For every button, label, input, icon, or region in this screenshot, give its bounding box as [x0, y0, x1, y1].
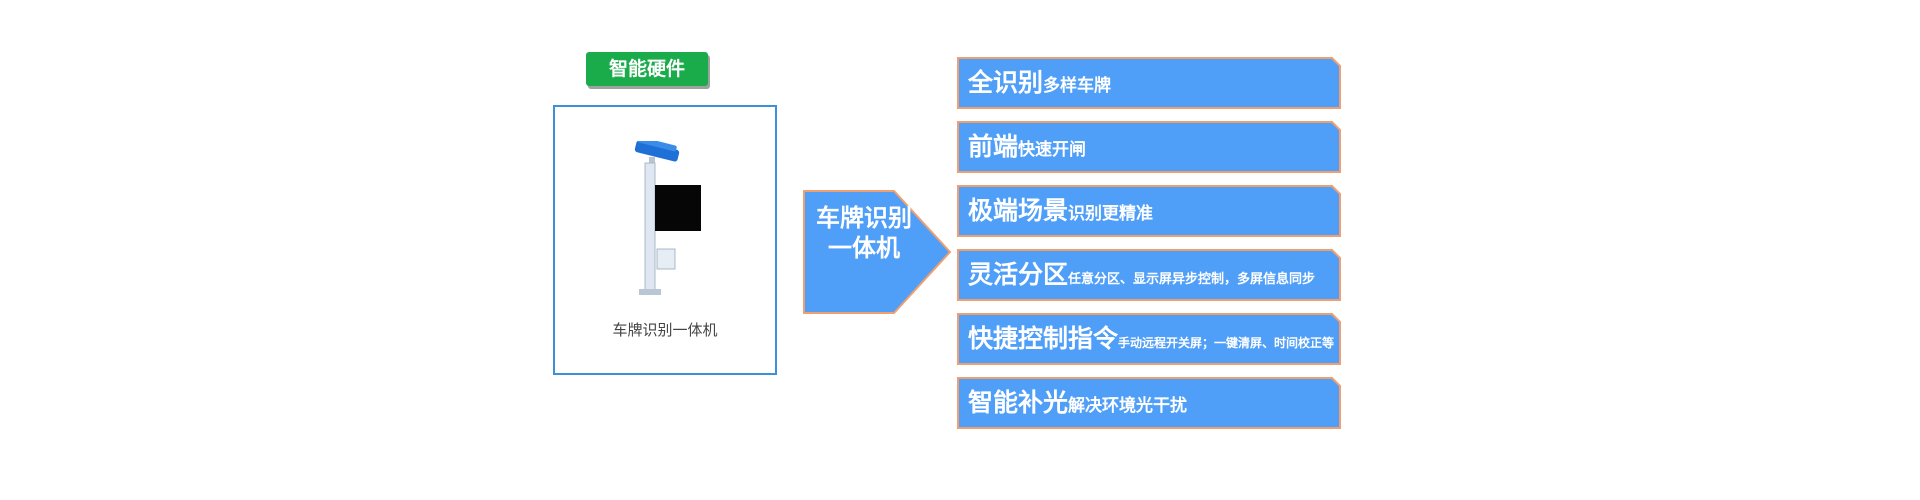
feature-title: 智能补光 — [968, 388, 1069, 417]
banner-shape — [957, 185, 1341, 237]
feature-desc: 手动远程开关屏；一键清屏、时间校正等 — [1118, 336, 1335, 350]
banner-shape — [957, 249, 1341, 301]
feature-desc: 识别更精准 — [1068, 204, 1154, 224]
plate-recognition-device-icon — [634, 141, 701, 295]
feature-banner: 快捷控制指令手动远程开关屏；一键清屏、时间校正等 — [956, 312, 1341, 366]
product-card: 车牌识别一体机 — [553, 105, 777, 375]
feature-desc: 解决环境光干扰 — [1068, 396, 1188, 416]
feature-title: 极端场景 — [968, 196, 1069, 225]
banner-shape — [957, 313, 1341, 365]
smart-hardware-tag: 智能硬件 — [586, 52, 708, 86]
feature-banner: 灵活分区任意分区、显示屏异步控制，多屏信息同步 — [956, 248, 1341, 302]
feature-title: 前端 — [968, 132, 1019, 161]
feature-list: 全识别多样车牌 前端快速开闸 极端场景识别更精准 灵活分区任意分区、显 — [956, 56, 1342, 440]
feature-desc: 多样车牌 — [1043, 76, 1112, 96]
feature-banner: 极端场景识别更精准 — [956, 184, 1341, 238]
feature-desc: 快速开闸 — [1018, 140, 1087, 160]
feature-desc: 任意分区、显示屏异步控制，多屏信息同步 — [1068, 272, 1316, 287]
banner-shape — [957, 57, 1341, 109]
feature-title: 全识别 — [968, 68, 1044, 97]
feature-title: 灵活分区 — [968, 260, 1069, 289]
feature-banner: 前端快速开闸 — [956, 120, 1341, 174]
banner-shape — [957, 377, 1341, 429]
feature-banner: 全识别多样车牌 — [956, 56, 1341, 110]
center-label: 车牌识别一体机 — [816, 204, 912, 262]
center-arrow-shape — [803, 190, 952, 314]
feature-title: 快捷控制指令 — [968, 324, 1119, 353]
product-caption: 车牌识别一体机 — [612, 321, 718, 339]
feature-banner: 智能补光解决环境光干扰 — [956, 376, 1341, 430]
banner-shape — [957, 121, 1341, 173]
